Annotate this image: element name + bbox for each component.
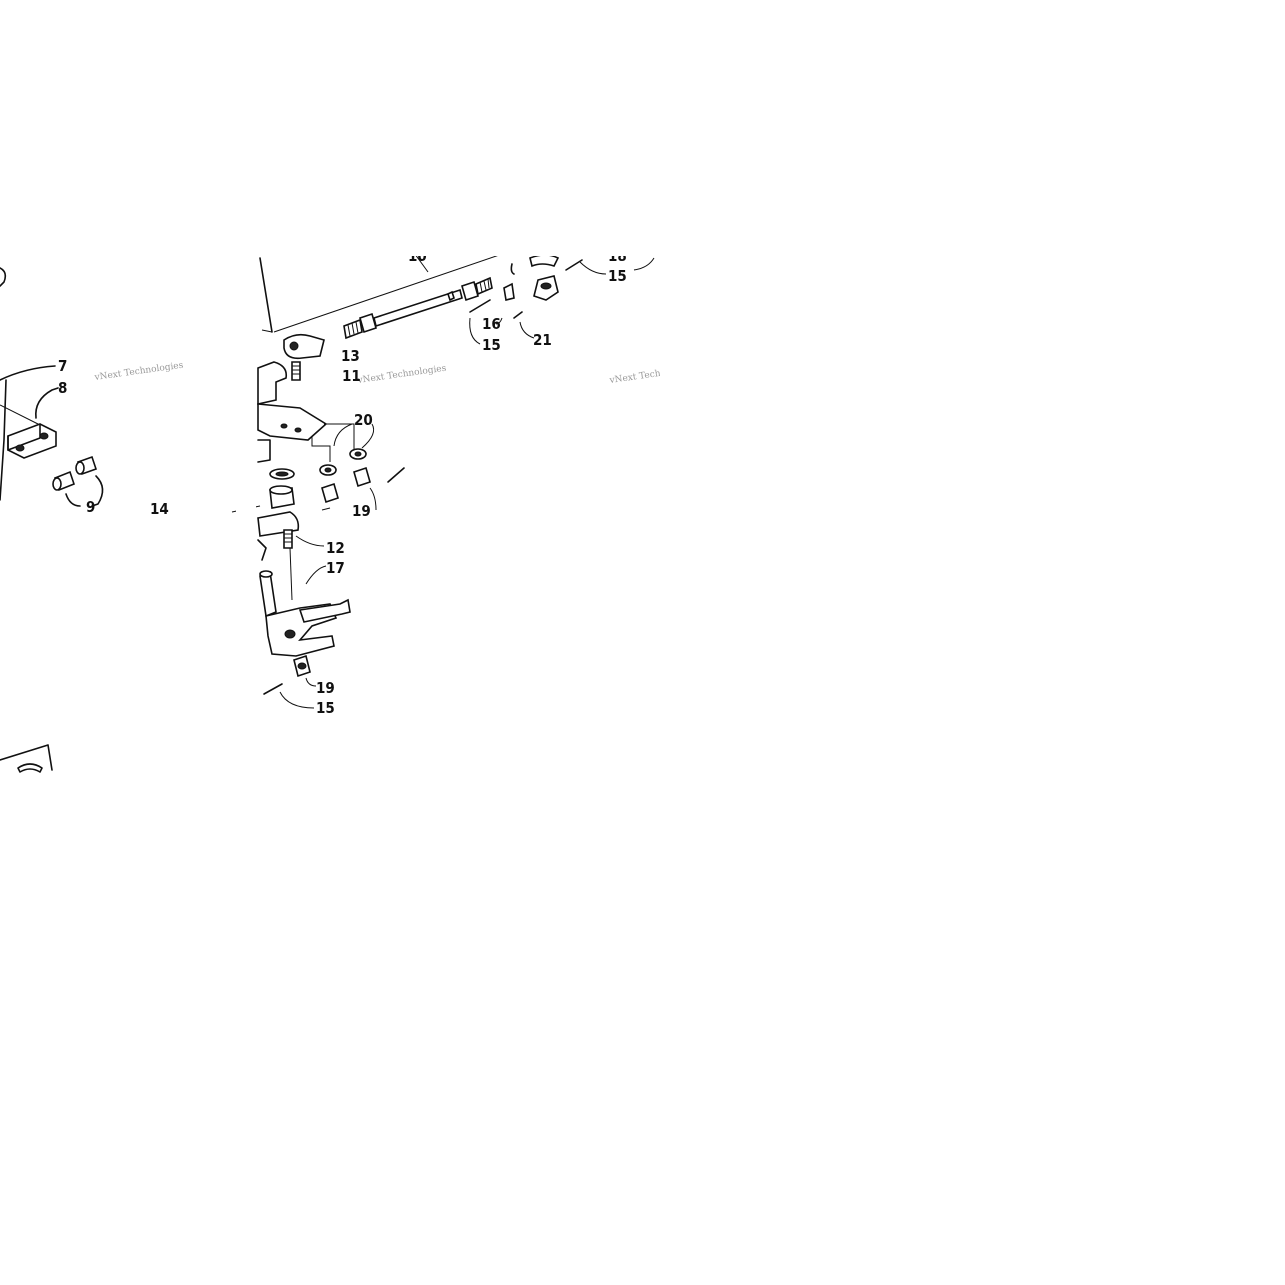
callout-11: 11 [342,367,361,385]
callout-15-lower: 15 [316,699,335,717]
callout-21: 21 [533,331,552,349]
washers-and-nuts [311,423,405,511]
spindle-assembly [257,511,351,709]
watermark-group: vNext Technologies vNext Technologies vN… [93,361,699,387]
callout-15-mid: 15 [482,336,501,354]
callout-15-upper: 15 [608,267,627,285]
left-edge-fragments [0,267,56,773]
callout-14: 14 [150,500,169,518]
callout-9: 9 [86,498,95,516]
callout-labels: 7 8 9 14 11 13 20 19 12 17 19 15 16 15 2… [58,247,627,717]
callout-7: 7 [58,357,67,375]
callout-17: 17 [326,559,345,577]
callout-16: 16 [482,315,501,333]
callout-19-lower: 19 [316,679,335,697]
clamp-assembly [7,387,104,507]
tie-rod [283,249,493,381]
steering-post [257,361,328,509]
watermark-text: vNext Technologies [93,361,184,384]
callout-20: 20 [354,411,373,429]
callout-13: 13 [341,347,360,365]
callout-8: 8 [58,379,67,397]
watermark-text: vNext Technologies [356,364,447,387]
callout-12: 12 [326,539,345,557]
callout-19-upper: 19 [352,502,371,520]
